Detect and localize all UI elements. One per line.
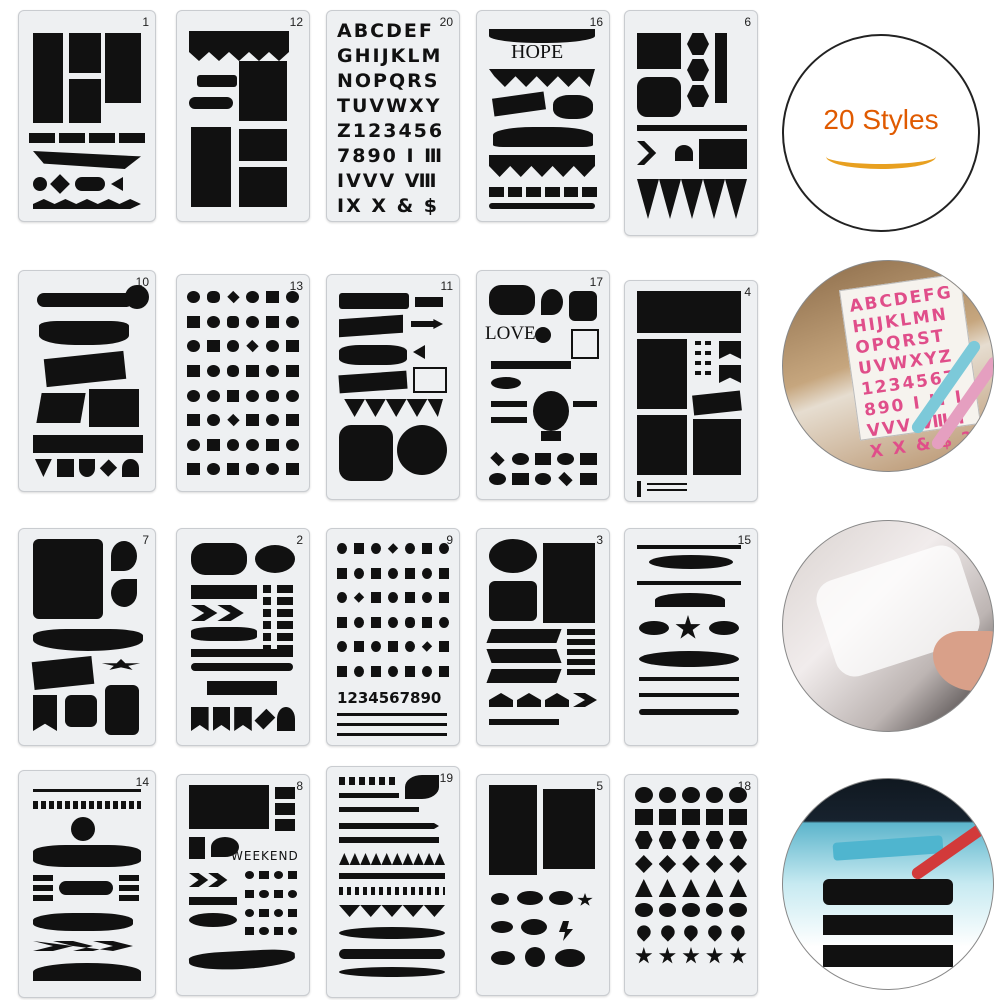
stencil-11: 11 [326,274,460,500]
alphabet-stencil-with-markers-photo: ABCDEFGHIJKLMNOPQRSTUVWXYZ1234567890 I Ⅲ… [782,260,994,472]
stencil-12: 12 [176,10,310,222]
stencil-16: 16 HOPE [476,10,610,222]
stencil-19: 19 [326,766,460,998]
stencil-number: 1 [142,15,149,29]
digits-row: 1234567890 [337,689,442,707]
stencil-9: 9 1234567890 [326,528,460,746]
stencil-number: 20 [439,15,453,29]
stencil-18: 18 [624,774,758,996]
stencil-3: 3 [476,528,610,746]
stencil-number: 14 [135,775,149,789]
stencil-in-hand-photo [782,520,994,732]
stencil-14: 14 [18,770,156,998]
stencil-20-alphabet: 20 ABCDEFGHIJKLMNOPQRSTUVWXYZ1234567890 … [326,10,460,222]
styles-count-badge: 20 Styles [782,34,980,232]
stencil-15: 15 [624,528,758,746]
stencil-number: 6 [744,15,751,29]
stencil-number: 12 [289,15,303,29]
styles-count-text: 20 Styles [823,104,939,135]
stencil-13: 13 [176,274,310,492]
stencil-number: 9 [446,533,453,547]
stencil-number: 4 [744,285,751,299]
stencil-10: 10 [18,270,156,492]
stencil-number: 5 [596,779,603,793]
stencil-number: 11 [440,279,453,293]
stencil-4: 4 [624,280,758,502]
stencil-1: 1 [18,10,156,222]
stencil-17: 17 LOVE [476,270,610,500]
stencil-number: 3 [596,533,603,547]
love-word: LOVE [485,323,536,344]
weekend-word: WEEKEND [231,849,299,863]
stencil-number: 19 [439,771,453,785]
stencil-number: 2 [296,533,303,547]
stencil-number: 17 [589,275,603,289]
swoosh-decoration [826,144,936,169]
stencil-number: 15 [737,533,751,547]
stencil-5: 5 [476,774,610,996]
stencil-6: 6 [624,10,758,236]
alphabet-letters: ABCDEFGHIJKLMNOPQRSTUVWXYZ1234567890 I Ⅲ… [337,20,445,221]
stencil-number: 8 [296,779,303,793]
stencil-8: 8 WEEKEND [176,774,310,996]
hope-word: HOPE [511,41,564,63]
stencil-number: 7 [142,533,149,547]
stencil-number: 13 [289,279,303,293]
stencil-2: 2 [176,528,310,746]
stencil-number: 16 [589,15,603,29]
colored-letters: ABCDEFGHIJKLMNOPQRSTUVWXYZ1234567890 I Ⅲ… [848,282,975,463]
drawing-banner-with-stencil-photo [782,778,994,990]
stencil-7: 7 [18,528,156,746]
